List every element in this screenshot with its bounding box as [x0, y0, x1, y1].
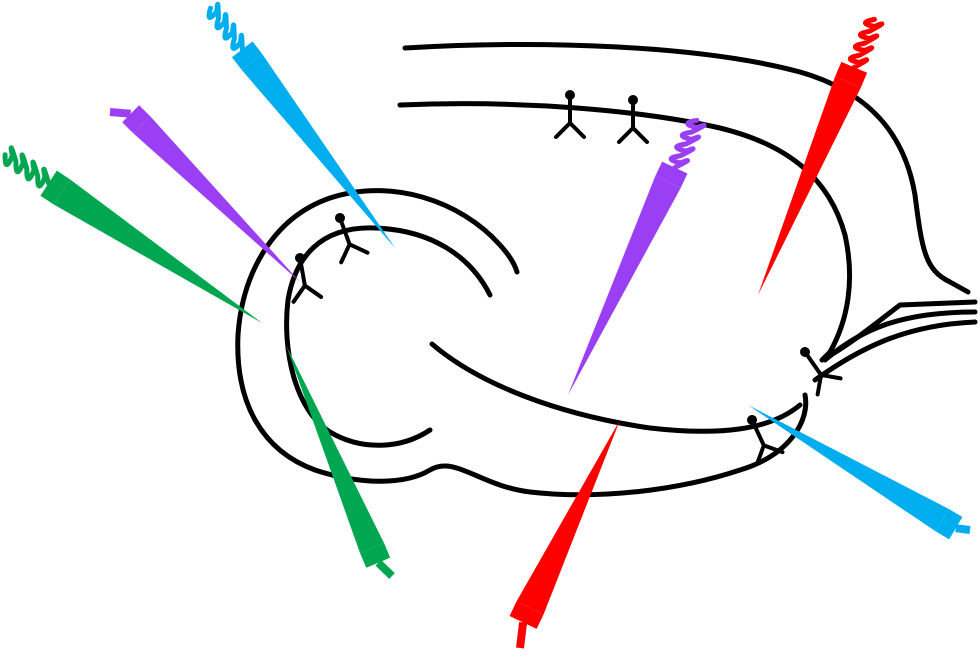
c-shape-inner [284, 225, 493, 448]
green-electrode-left [2, 145, 262, 323]
green-electrode-lower [286, 345, 395, 579]
electrode-stem [516, 621, 528, 649]
synapse-icon [554, 90, 586, 139]
electrode-body [133, 116, 300, 282]
electrode-collar [935, 508, 963, 540]
electrode-collar [231, 41, 263, 70]
electrode-collar [360, 542, 391, 568]
stalk-line-1 [822, 309, 978, 363]
circuit-outlines [235, 42, 978, 498]
electrode-coil [847, 16, 885, 70]
electrode-collar [835, 61, 868, 88]
synapse-icon [291, 253, 324, 304]
electrode-body [53, 179, 262, 323]
synapse-icon [335, 213, 370, 265]
synapse-icon [617, 95, 649, 144]
synapse-group [291, 90, 843, 466]
electrode-stem [955, 524, 971, 534]
electrode-stem [375, 559, 395, 579]
inner-loop-lower [429, 341, 803, 434]
purple-electrode-center [568, 117, 707, 395]
electrode-body [516, 420, 620, 615]
synapse-icon [747, 415, 785, 466]
electrode-collar [655, 161, 688, 188]
outer-lower-band [235, 188, 809, 498]
red-electrode-upper-right [758, 16, 885, 295]
electrode-body [286, 345, 384, 554]
outer-top-band [402, 42, 971, 295]
blue-electrode-right [748, 405, 971, 540]
electrode-coil [206, 1, 245, 52]
electrode-collar [509, 601, 544, 629]
electrode-collar [122, 105, 151, 134]
synapse-icon [800, 347, 843, 397]
electrode-body [241, 54, 395, 248]
electrode-body [568, 176, 681, 395]
red-electrode-bottom [509, 420, 620, 649]
electrode-coil [668, 117, 707, 171]
electrode-body [748, 405, 949, 532]
electrode-stem [109, 108, 131, 118]
purple-electrode-left [109, 105, 300, 282]
blue-electrode-upper-left [206, 1, 395, 248]
electrode-body [758, 76, 861, 295]
electrode-coil [2, 145, 52, 189]
electrode-collar [40, 170, 71, 205]
stalk-line-2 [812, 319, 978, 383]
electrode-group [2, 1, 971, 649]
